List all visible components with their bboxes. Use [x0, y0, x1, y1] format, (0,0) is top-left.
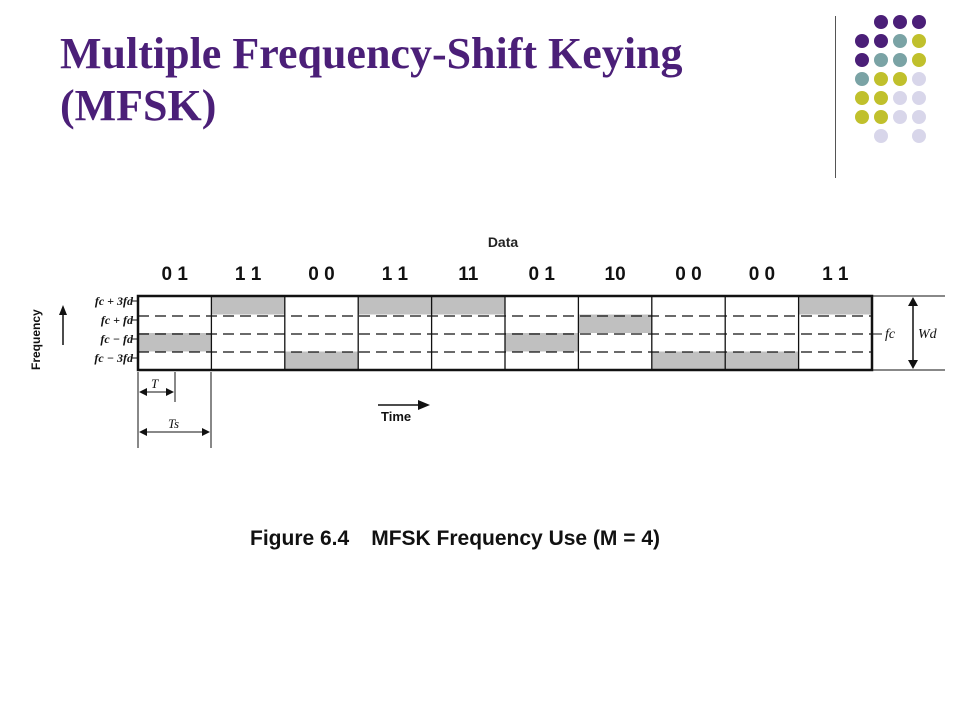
bit-label: 1 1 — [822, 264, 849, 285]
decorative-dot — [893, 72, 907, 86]
frequency-arrow — [59, 305, 67, 345]
decorative-dot — [912, 34, 926, 48]
title-line-1: Multiple Frequency-Shift Keying — [60, 29, 683, 78]
decorative-dot — [855, 53, 869, 67]
decorative-dot — [912, 129, 926, 143]
shaded-slot — [431, 296, 505, 315]
shaded-slot — [725, 351, 799, 370]
shaded-slot — [578, 314, 652, 333]
bit-label: 0 0 — [749, 264, 775, 285]
title-divider — [835, 16, 836, 178]
decorative-dot — [874, 53, 888, 67]
bit-label: 1 1 — [382, 264, 409, 285]
bit-label: 10 — [605, 264, 626, 285]
decorative-dot — [855, 34, 869, 48]
title-line-2: (MFSK) — [60, 81, 217, 130]
freq-label-fc-plus-fd: fc + fd — [101, 313, 134, 327]
decorative-dot — [893, 53, 907, 67]
time-arrow — [378, 400, 430, 410]
arrowhead — [139, 388, 147, 396]
caption-text: MFSK Frequency Use (M = 4) — [371, 527, 661, 550]
decorative-dot — [893, 34, 907, 48]
arrowhead — [166, 388, 174, 396]
bit-label: 1 1 — [235, 264, 262, 285]
freq-label-fc-minus-fd: fc − fd — [100, 332, 134, 346]
figure-caption: Figure 6.4 MFSK Frequency Use (M = 4) — [250, 527, 660, 551]
decorative-dot — [912, 53, 926, 67]
decorative-dot — [912, 110, 926, 124]
arrowhead — [202, 428, 210, 436]
shaded-slot — [651, 351, 726, 370]
decorative-dot — [855, 72, 869, 86]
slide-title: Multiple Frequency-Shift Keying (MFSK) — [60, 28, 820, 132]
decorative-dot — [874, 110, 888, 124]
bit-label: 0 0 — [308, 264, 334, 285]
bit-labels: 0 1 1 1 0 0 1 1 11 0 1 10 0 0 0 0 1 1 — [161, 264, 848, 285]
shaded-slot — [211, 296, 285, 315]
symbol-period-label: Ts — [168, 416, 179, 431]
shaded-slots — [138, 296, 872, 370]
bit-label: 0 0 — [675, 264, 701, 285]
decorative-dot — [893, 91, 907, 105]
shaded-slot — [798, 296, 872, 315]
bit-label: 0 1 — [161, 264, 188, 285]
bit-label: 11 — [458, 264, 479, 285]
time-label: Time — [381, 409, 411, 424]
decorative-dot — [912, 72, 926, 86]
frequency-axis-label: Frequency — [29, 309, 43, 370]
decorative-dot — [855, 91, 869, 105]
symbol-dividers — [210, 296, 800, 370]
data-label: Data — [488, 234, 519, 250]
bandwidth-label: Wd — [918, 327, 938, 342]
bandwidth-arrowhead-bottom — [908, 360, 918, 369]
shaded-slot — [358, 296, 432, 315]
decorative-dot — [874, 15, 888, 29]
shaded-slot — [284, 351, 359, 370]
decorative-dot — [874, 72, 888, 86]
decorative-dot — [874, 129, 888, 143]
decorative-dot — [912, 91, 926, 105]
arrowhead — [139, 428, 147, 436]
bit-label: 0 1 — [528, 264, 555, 285]
decorative-dot — [855, 110, 869, 124]
shaded-slot — [505, 333, 579, 352]
bandwidth-arrowhead-top — [908, 297, 918, 306]
center-frequency-label: fc — [885, 327, 896, 342]
shaded-slot — [138, 333, 212, 352]
freq-label-fc-plus-3fd: fc + 3fd — [95, 294, 134, 308]
bit-period-label: T — [151, 376, 159, 391]
decorative-dot — [874, 34, 888, 48]
decorative-dot — [893, 110, 907, 124]
freq-label-fc-minus-3fd: fc − 3fd — [94, 351, 134, 365]
decorative-dot — [912, 15, 926, 29]
decorative-dot — [893, 15, 907, 29]
decorative-dot-grid — [855, 15, 926, 143]
caption-figure-number: Figure 6.4 — [250, 527, 350, 550]
decorative-dot — [874, 91, 888, 105]
